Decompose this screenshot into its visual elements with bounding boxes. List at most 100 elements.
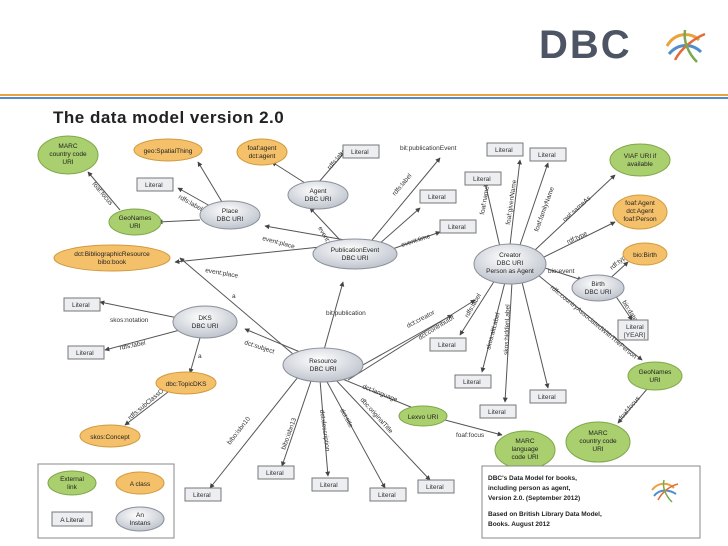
- label-bibo-isbn10: bibo:isbn10: [226, 415, 252, 446]
- caption-box: DBC's Data Model for books, including pe…: [481, 465, 701, 539]
- edge-skos-alt-label: [480, 281, 506, 373]
- svg-text:bibo:book: bibo:book: [98, 259, 127, 266]
- edge-event-place-2: [174, 245, 331, 265]
- edge-bibo-isbn10: [209, 371, 303, 489]
- svg-text:DBC URI: DBC URI: [217, 216, 244, 223]
- svg-text:DKS: DKS: [198, 315, 212, 322]
- legend-a-literal: A Literal: [51, 511, 93, 527]
- literal-box: Literal: [369, 487, 407, 502]
- label-event-time: event:time: [400, 233, 431, 249]
- svg-text:A Literal: A Literal: [60, 517, 84, 524]
- label-dct-title: dct:title: [338, 408, 354, 430]
- literal-box: Literal: [479, 404, 517, 419]
- label-foaf-name: foaf:name: [479, 185, 491, 215]
- edge-country-assoc: [537, 274, 643, 361]
- edge-place-class: [197, 161, 223, 203]
- edge-dct-title: [325, 379, 386, 489]
- svg-text:foaf:Person: foaf:Person: [623, 216, 657, 223]
- caption-line-1: DBC's Data Model for books,: [488, 475, 577, 482]
- edge-bit-publication-event: [371, 157, 441, 241]
- svg-text:DBC URI: DBC URI: [585, 289, 612, 296]
- svg-text:Literal: Literal: [626, 324, 644, 331]
- skos-concept-node: skos:Concept: [79, 424, 141, 448]
- edge-place-geonames: [157, 219, 201, 225]
- edge-skos-notation: [99, 300, 179, 319]
- svg-text:foaf:agent: foaf:agent: [248, 145, 277, 152]
- literal-box: Literal: [419, 189, 457, 204]
- edge-bibo-isbn13: [281, 377, 313, 467]
- literal-box: Literal: [311, 477, 349, 492]
- caption-logo-icon: [651, 479, 679, 503]
- svg-text:Literal: Literal: [495, 147, 513, 154]
- svg-text:Literal: Literal: [320, 482, 338, 489]
- legend-a-class: A class: [115, 471, 165, 495]
- svg-text:Literal: Literal: [426, 484, 444, 491]
- svg-text:dct:agent: dct:agent: [249, 153, 276, 160]
- literal-box: Literal: [529, 389, 567, 404]
- edge-bio-event: [544, 267, 583, 282]
- svg-text:GeoNames: GeoNames: [119, 215, 153, 222]
- svg-text:Place: Place: [222, 208, 239, 215]
- edge-dct-description: [319, 379, 331, 477]
- logo-swirl-icon: [665, 29, 706, 63]
- svg-text:foaf:Agent: foaf:Agent: [625, 200, 655, 207]
- edge-rdf-type-creator: [541, 221, 616, 259]
- svg-text:Literal: Literal: [76, 350, 94, 357]
- svg-text:Person as Agent: Person as Agent: [486, 268, 534, 275]
- dbc-logo: DBC: [539, 23, 706, 67]
- label-foaf-given-name: foaf:givenName: [505, 179, 518, 225]
- svg-text:language: language: [512, 446, 539, 453]
- svg-text:URI: URI: [62, 159, 73, 166]
- literal-box: Literal: [67, 345, 105, 360]
- svg-text:URI: URI: [129, 223, 140, 230]
- svg-text:An: An: [136, 512, 144, 519]
- label-foaf-focus-1: foaf:focus: [90, 181, 114, 208]
- blue-divider: [0, 97, 728, 99]
- edge-foaf-family-name: [519, 162, 549, 246]
- edge-event-agent: [309, 207, 341, 241]
- label-rdfs-subclassof: rdfs:subClassOf: [127, 386, 167, 421]
- edge-rdfs-label-dks: [104, 329, 181, 352]
- edge-dbc-original-title: [333, 377, 431, 481]
- svg-text:Literal: Literal: [538, 394, 556, 401]
- svg-text:Birth: Birth: [591, 281, 605, 288]
- edge-event-place-1: [264, 224, 346, 241]
- edge-foaf-focus-1: [87, 171, 121, 211]
- edge-dks-class: [188, 337, 201, 374]
- label-a-2: a: [198, 353, 202, 360]
- literal-box: Literal: [136, 177, 174, 192]
- svg-text:A class: A class: [130, 481, 151, 488]
- edge-bit-publication: [321, 281, 345, 358]
- svg-text:DBC URI: DBC URI: [497, 260, 524, 267]
- svg-text:Literal: Literal: [351, 149, 369, 156]
- lexvo-node: Lexvo URI: [398, 405, 448, 427]
- edge-foaf-given-name: [509, 159, 522, 246]
- label-bio-date: bio:date: [620, 299, 638, 323]
- svg-text:Agent: Agent: [310, 188, 327, 195]
- svg-text:DBC URI: DBC URI: [310, 366, 337, 373]
- literal-box: Literal: [529, 147, 567, 162]
- svg-text:Literal: Literal: [463, 379, 481, 386]
- label-foaf-family-name: foaf:familyName: [533, 186, 556, 233]
- svg-text:Literal: Literal: [378, 492, 396, 499]
- edge-rdfs-subclassof: [124, 391, 169, 426]
- svg-text:PublicationEvent: PublicationEvent: [331, 247, 380, 254]
- svg-text:VIAF URI if: VIAF URI if: [624, 153, 657, 160]
- svg-text:Literal: Literal: [428, 194, 446, 201]
- svg-text:DBC URI: DBC URI: [192, 323, 219, 330]
- label-event-place-1: event:place: [261, 235, 295, 250]
- label-owl-same-as: owl:sameAs: [562, 194, 593, 223]
- edge-foaf-name: [483, 181, 501, 248]
- svg-text:GeoNames: GeoNames: [639, 369, 673, 376]
- literal-year-box: Literal[YEAR]: [617, 319, 649, 341]
- svg-text:Literal: Literal: [145, 182, 163, 189]
- edges: [87, 151, 649, 489]
